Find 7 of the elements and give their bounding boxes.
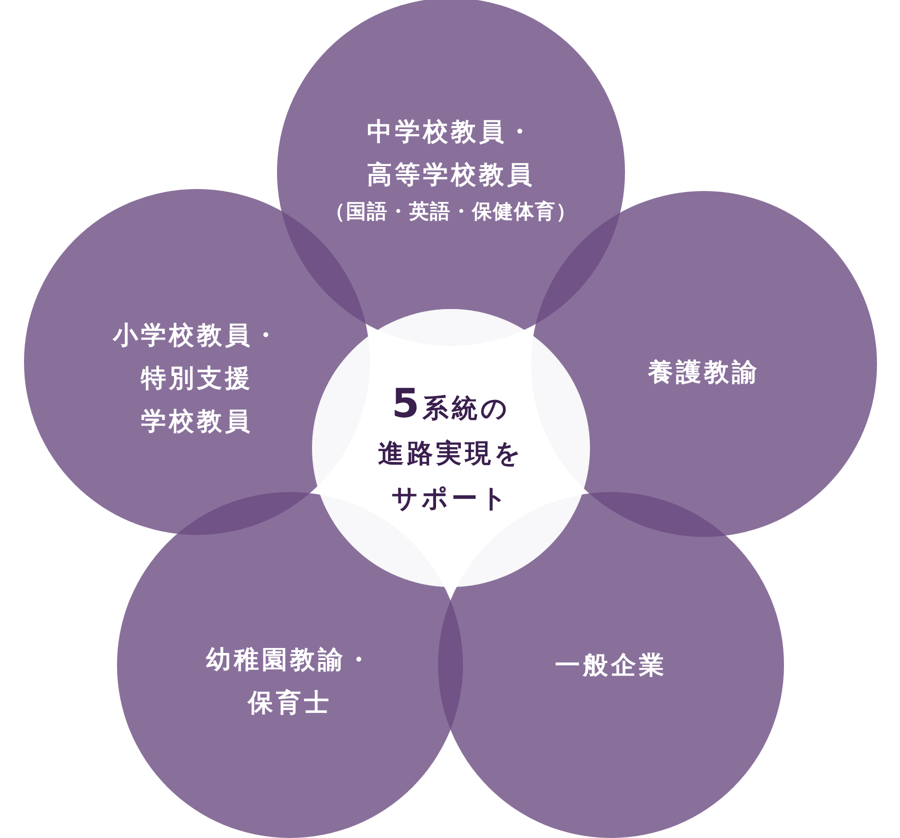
subject-note: （国語・英語・保健体育） <box>325 198 577 225</box>
career-label: 養護教諭 <box>648 356 760 388</box>
career-label: 一般企業 <box>555 650 667 682</box>
career-label: 小学校教員・特別支援学校教員 <box>113 320 281 438</box>
center-label: 5系統の進路実現をサポート <box>378 382 524 516</box>
career-label: 中学校教員・高等学校教員 <box>366 116 536 191</box>
career-label: 幼稚園教諭・保育士 <box>206 644 374 719</box>
